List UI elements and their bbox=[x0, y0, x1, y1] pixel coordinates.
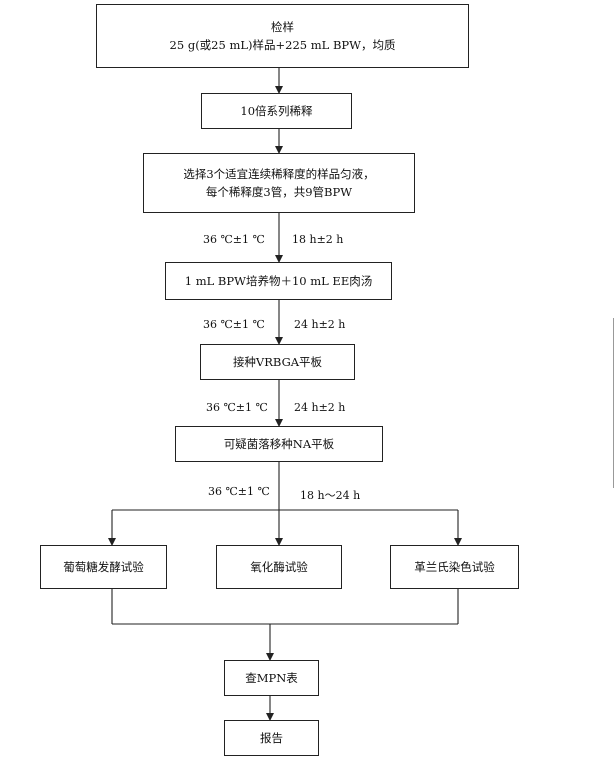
mpn-label: 查MPN表 bbox=[245, 671, 298, 685]
cond4-time: 18 h～24 h bbox=[300, 489, 361, 502]
cond1-time: 18 h±2 h bbox=[292, 233, 344, 246]
cond3-time: 24 h±2 h bbox=[294, 401, 346, 414]
na-label: 可疑菌落移种NA平板 bbox=[223, 437, 335, 451]
cond1-temp: 36 ℃±1 ℃ bbox=[203, 233, 265, 246]
glucose-label: 葡萄糖发酵试验 bbox=[63, 560, 144, 574]
gram-box: 革兰氏染色试验 bbox=[390, 545, 519, 589]
glucose-box: 葡萄糖发酵试验 bbox=[40, 545, 167, 589]
oxidase-label: 氧化酶试验 bbox=[250, 560, 308, 574]
gram-label: 革兰氏染色试验 bbox=[414, 560, 495, 574]
oxidase-box: 氧化酶试验 bbox=[216, 545, 342, 589]
report-label: 报告 bbox=[260, 731, 283, 745]
enrich-label: 1 mL BPW培养物＋10 mL EE肉汤 bbox=[184, 274, 373, 288]
enrich-box: 1 mL BPW培养物＋10 mL EE肉汤 bbox=[165, 262, 392, 300]
dilution-label: 10倍系列稀释 bbox=[240, 104, 313, 118]
sample-box: 检样 25 g(或25 mL)样品+225 mL BPW，均质 bbox=[96, 4, 469, 68]
vrbga-box: 接种VRBGA平板 bbox=[200, 344, 355, 380]
sample-title: 检样 bbox=[271, 20, 294, 34]
cond2-time: 24 h±2 h bbox=[294, 318, 346, 331]
page-edge-line bbox=[613, 318, 614, 488]
select-line1: 选择3个适宜连续稀释度的样品匀液， bbox=[183, 167, 375, 181]
cond4-temp: 36 ℃±1 ℃ bbox=[208, 485, 270, 498]
na-box: 可疑菌落移种NA平板 bbox=[175, 426, 383, 462]
sample-detail: 25 g(或25 mL)样品+225 mL BPW，均质 bbox=[169, 38, 396, 52]
cond3-temp: 36 ℃±1 ℃ bbox=[206, 401, 268, 414]
select-box: 选择3个适宜连续稀释度的样品匀液， 每个稀释度3管，共9管BPW bbox=[143, 153, 415, 213]
vrbga-label: 接种VRBGA平板 bbox=[232, 355, 323, 369]
mpn-box: 查MPN表 bbox=[224, 660, 319, 696]
select-line2: 每个稀释度3管，共9管BPW bbox=[205, 185, 353, 199]
dilution-box: 10倍系列稀释 bbox=[201, 93, 352, 129]
report-box: 报告 bbox=[224, 720, 319, 756]
cond2-temp: 36 ℃±1 ℃ bbox=[203, 318, 265, 331]
